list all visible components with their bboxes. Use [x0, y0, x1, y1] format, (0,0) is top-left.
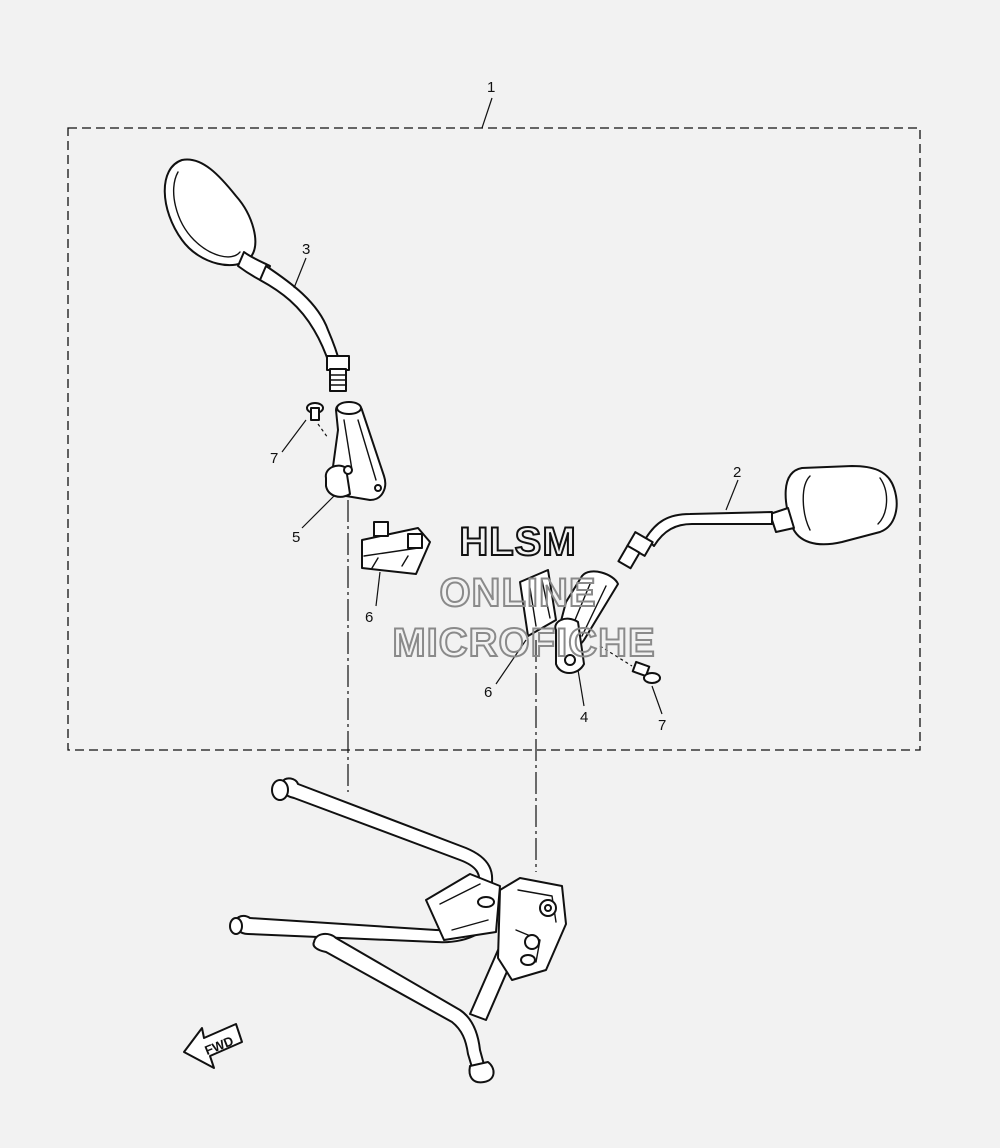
mirror-right [617, 465, 898, 570]
svg-text:1: 1 [487, 79, 495, 96]
watermark: HLSM ONLINE MICROFICHE [391, 519, 655, 666]
svg-text:2: 2 [733, 464, 741, 481]
holder-right [554, 570, 619, 674]
watermark-line-2: ONLINE [439, 571, 596, 615]
callout-6-right: 6 [484, 639, 527, 701]
bolt-left [306, 402, 329, 439]
bolt-right [599, 645, 661, 684]
callout-7-right: 7 [651, 685, 666, 734]
assembly-1-boundary [67, 127, 921, 751]
holder-left [324, 401, 387, 501]
svg-text:7: 7 [658, 717, 666, 734]
callout-3: 3 [293, 241, 310, 289]
callout-2: 2 [725, 464, 741, 511]
svg-text:3: 3 [302, 241, 310, 258]
svg-text:6: 6 [365, 609, 373, 626]
svg-text:7: 7 [270, 450, 278, 467]
svg-text:5: 5 [292, 529, 300, 546]
callout-4: 4 [577, 669, 588, 726]
callout-5: 5 [292, 495, 335, 546]
callout-6-left: 6 [365, 571, 381, 626]
fwd-arrow-icon: FWD [183, 1023, 243, 1069]
clamp-left [361, 521, 431, 575]
watermark-line-3: MICROFICHE [392, 621, 655, 665]
callout-7-left: 7 [270, 419, 307, 467]
frame-stay [229, 777, 567, 1084]
svg-text:4: 4 [580, 709, 588, 726]
watermark-line-1: HLSM [459, 520, 576, 564]
svg-text:6: 6 [484, 684, 492, 701]
mirror-left [163, 158, 350, 392]
clamp-right [519, 569, 557, 637]
callout-1: 1 [481, 79, 495, 129]
